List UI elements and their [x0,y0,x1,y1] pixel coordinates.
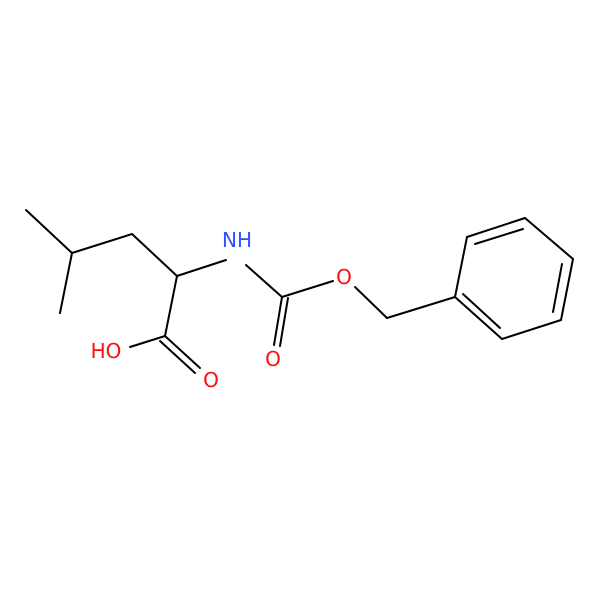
bond-carbamate-o-1 [273,296,283,346]
bond-ring-inner-3 [462,293,501,329]
bond-carboxyl-oh [129,335,166,348]
bond-carboxyl-o-1 [164,335,201,369]
bond-ring-inner-2 [552,263,563,313]
atom-label-ester-oxygen: O [336,265,352,289]
bond-carbamate-ester-o [281,280,334,298]
bond-carbamate-o-2 [279,297,289,347]
bond-ring-6 [454,296,503,340]
atom-label-acid-carbonyl-oxygen: O [203,368,219,392]
bond-ring-1 [454,236,468,298]
bond-ch-ch2 [71,233,133,254]
bond-ester-o-ch2 [354,286,388,319]
bond-nh-carbamate [245,264,283,298]
atom-label-amine: NH [222,228,252,252]
atom-label-hydroxyl: HO [91,339,122,363]
bond-ring-inner-1 [474,228,524,245]
bond-ring-5 [501,319,562,340]
bond-methyl1 [25,209,73,254]
bond-alpha-carboxyl [164,275,178,337]
bond-methyl2 [59,252,73,314]
bond-alpha-nh [176,259,227,277]
bond-ch2-alpha [131,233,178,277]
bond-ring-3 [524,217,574,260]
bond-ring-2 [466,217,526,238]
atom-label-carbamate-carbonyl-oxygen: O [265,347,281,371]
bond-ch2-phenyl [386,296,456,319]
bond-ring-4 [560,258,574,321]
bond-carboxyl-o-2 [159,340,196,374]
